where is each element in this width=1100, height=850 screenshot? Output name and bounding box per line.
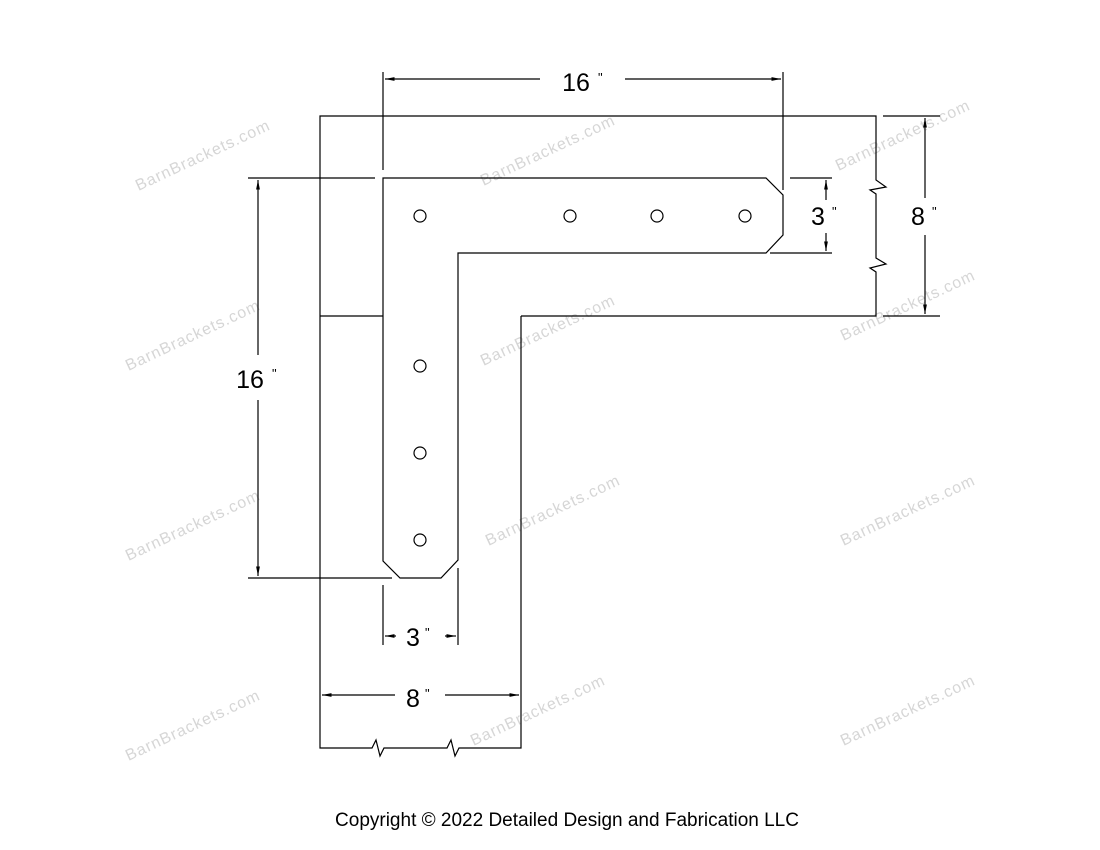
watermark-text: BarnBrackets.com — [123, 297, 263, 374]
svg-text:3: 3 — [406, 624, 420, 652]
bolt-hole — [650, 209, 664, 223]
bolt-hole — [738, 209, 752, 223]
watermark-text: BarnBrackets.com — [123, 687, 263, 764]
bolt-hole — [413, 359, 427, 373]
svg-text:16: 16 — [236, 366, 264, 394]
dimension-right-3: 3 " — [770, 177, 837, 254]
dimension-left-16: 16 " — [236, 177, 392, 579]
bolt-hole — [563, 209, 577, 223]
bolt-holes — [413, 209, 752, 547]
svg-text:": " — [832, 204, 837, 219]
watermark-text: BarnBrackets.com — [133, 117, 273, 194]
svg-text:": " — [272, 366, 277, 381]
svg-text:": " — [932, 204, 937, 219]
l-bracket-outline — [382, 177, 784, 579]
svg-text:": " — [598, 70, 603, 85]
watermark-text: BarnBrackets.com — [833, 97, 973, 174]
watermark-text: BarnBrackets.com — [838, 672, 978, 749]
beam-outline — [319, 115, 888, 317]
dimension-beam-depth-8: 8 " — [883, 115, 940, 317]
watermark-text: BarnBrackets.com — [483, 472, 623, 549]
dimension-post-width-8: 8 " — [322, 685, 519, 713]
bolt-hole — [413, 446, 427, 460]
svg-text:": " — [425, 625, 430, 640]
watermark-text: BarnBrackets.com — [468, 672, 608, 749]
bolt-hole — [413, 209, 427, 223]
copyright-notice: Copyright © 2022 Detailed Design and Fab… — [335, 810, 799, 831]
watermark-text: BarnBrackets.com — [838, 267, 978, 344]
watermark-text: BarnBrackets.com — [478, 292, 618, 369]
svg-text:": " — [425, 686, 430, 701]
bolt-hole — [413, 533, 427, 547]
svg-text:8: 8 — [911, 203, 925, 231]
post-outline — [319, 316, 522, 758]
dimension-top-16: 16 " — [382, 69, 784, 190]
watermark-text: BarnBrackets.com — [123, 487, 263, 564]
svg-text:3: 3 — [811, 203, 825, 231]
watermark-text: BarnBrackets.com — [838, 472, 978, 549]
svg-text:16: 16 — [562, 69, 590, 97]
dimension-bottom-3: 3 " — [382, 568, 459, 652]
svg-text:8: 8 — [406, 685, 420, 713]
